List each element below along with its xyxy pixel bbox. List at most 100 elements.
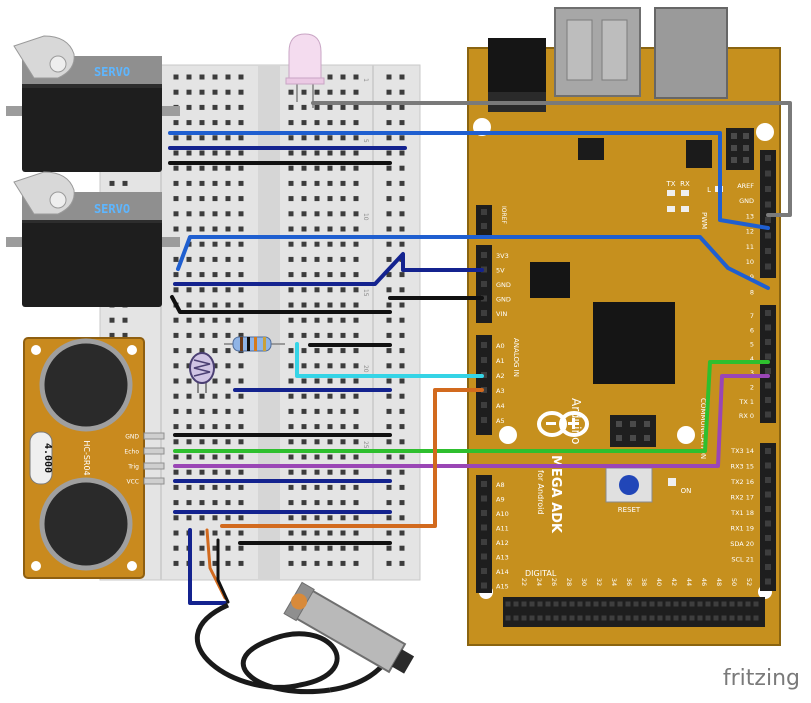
breadboard-hole bbox=[186, 89, 192, 95]
breadboard-hole bbox=[314, 104, 320, 110]
breadboard-hole bbox=[399, 424, 405, 430]
analog-header-high[interactable] bbox=[476, 475, 492, 593]
breadboard-hole bbox=[301, 165, 307, 171]
wire-navy-5v bbox=[173, 252, 484, 286]
reset-button-cap[interactable] bbox=[619, 475, 639, 495]
breadboard-hole bbox=[314, 348, 320, 354]
breadboard-hole bbox=[399, 211, 405, 217]
breadboard-hole bbox=[225, 226, 231, 232]
breadboard-hole bbox=[301, 469, 307, 475]
breadboard-hole bbox=[353, 332, 359, 338]
breadboard-hole bbox=[173, 211, 179, 217]
header-hole bbox=[765, 411, 771, 418]
on-label: ON bbox=[681, 487, 692, 495]
header-hole bbox=[737, 615, 743, 621]
breadboard-hole bbox=[301, 272, 307, 278]
breadboard-hole bbox=[327, 196, 333, 202]
breadboard-hole bbox=[386, 393, 392, 399]
breadboard-hole bbox=[353, 196, 359, 202]
breadboard-hole bbox=[327, 74, 333, 80]
led bbox=[285, 33, 325, 108]
breadboard-hole bbox=[238, 150, 244, 156]
servo-label: SERVO bbox=[94, 202, 130, 216]
breadboard-hole bbox=[353, 408, 359, 414]
wire-blue-servo1-signal bbox=[168, 131, 770, 230]
breadboard-hole bbox=[186, 180, 192, 186]
header-hole bbox=[765, 217, 771, 223]
pin-label: 3V3 bbox=[496, 252, 509, 260]
breadboard-hole bbox=[327, 317, 333, 323]
pin-label: RX2 17 bbox=[731, 494, 754, 502]
breadboard-hole bbox=[212, 484, 218, 490]
breadboard-hole bbox=[199, 393, 205, 399]
breadboard-hole bbox=[340, 560, 346, 566]
breadboard-hole bbox=[353, 439, 359, 445]
breadboard-hole bbox=[386, 272, 392, 278]
breadboard-hole bbox=[199, 241, 205, 247]
breadboard-hole bbox=[340, 196, 346, 202]
breadboard-hole bbox=[173, 363, 179, 369]
pin-label: A4 bbox=[496, 402, 505, 410]
breadboard-hole bbox=[186, 287, 192, 293]
breadboard-hole bbox=[186, 150, 192, 156]
pin-label: 26 bbox=[550, 578, 558, 586]
breadboard-hole bbox=[353, 104, 359, 110]
breadboard-hole bbox=[399, 150, 405, 156]
breadboard-hole bbox=[301, 317, 307, 323]
breadboard-hole bbox=[186, 302, 192, 308]
breadboard-hole bbox=[301, 408, 307, 414]
breadboard-hole bbox=[225, 196, 231, 202]
breadboard-hole bbox=[238, 500, 244, 506]
breadboard-hole bbox=[327, 272, 333, 278]
breadboard-hole bbox=[327, 287, 333, 293]
pin-label: 30 bbox=[580, 578, 588, 586]
ultrasonic-pin-label: VCC bbox=[127, 479, 139, 486]
header-hole bbox=[545, 615, 551, 621]
pin-label: 5V bbox=[496, 267, 505, 275]
breadboard-hole bbox=[399, 135, 405, 141]
header-hole bbox=[585, 615, 591, 621]
wire-black-servo2-ground bbox=[170, 295, 392, 314]
breadboard-hole bbox=[238, 424, 244, 430]
breadboard-row-number: 15 bbox=[362, 289, 369, 297]
breadboard-hole bbox=[314, 439, 320, 445]
breadboard-hole bbox=[340, 180, 346, 186]
breadboard-hole bbox=[340, 484, 346, 490]
breadboard-hole bbox=[186, 484, 192, 490]
breadboard-hole bbox=[399, 560, 405, 566]
breadboard-hole bbox=[288, 500, 294, 506]
mounting-hole bbox=[756, 123, 774, 141]
breadboard-hole bbox=[225, 272, 231, 278]
breadboard-hole bbox=[340, 104, 346, 110]
breadboard-hole bbox=[212, 150, 218, 156]
breadboard-hole bbox=[314, 150, 320, 156]
header-hole bbox=[577, 615, 583, 621]
breadboard-hole bbox=[225, 424, 231, 430]
header-hole bbox=[617, 615, 623, 621]
breadboard-hole bbox=[212, 332, 218, 338]
breadboard-hole bbox=[314, 226, 320, 232]
breadboard-hole bbox=[399, 348, 405, 354]
breadboard-hole bbox=[288, 515, 294, 521]
breadboard-hole bbox=[353, 378, 359, 384]
header-hole bbox=[529, 615, 535, 621]
pin-label: 22 bbox=[520, 578, 528, 586]
breadboard-hole bbox=[327, 393, 333, 399]
breadboard-hole bbox=[288, 408, 294, 414]
breadboard-hole bbox=[301, 256, 307, 262]
header-hole bbox=[765, 382, 771, 389]
header-hole bbox=[545, 601, 551, 607]
header-hole bbox=[765, 248, 771, 254]
breadboard-hole bbox=[238, 454, 244, 460]
communication-header[interactable] bbox=[760, 443, 776, 591]
breadboard-hole bbox=[386, 120, 392, 126]
ioref-header bbox=[476, 205, 492, 235]
breadboard-hole bbox=[386, 439, 392, 445]
header-hole bbox=[721, 601, 727, 607]
photoresistor bbox=[189, 352, 215, 393]
breadboard-hole bbox=[353, 545, 359, 551]
pin-label: A13 bbox=[496, 554, 509, 562]
breadboard-hole bbox=[340, 515, 346, 521]
analog-header-low[interactable] bbox=[476, 335, 492, 435]
